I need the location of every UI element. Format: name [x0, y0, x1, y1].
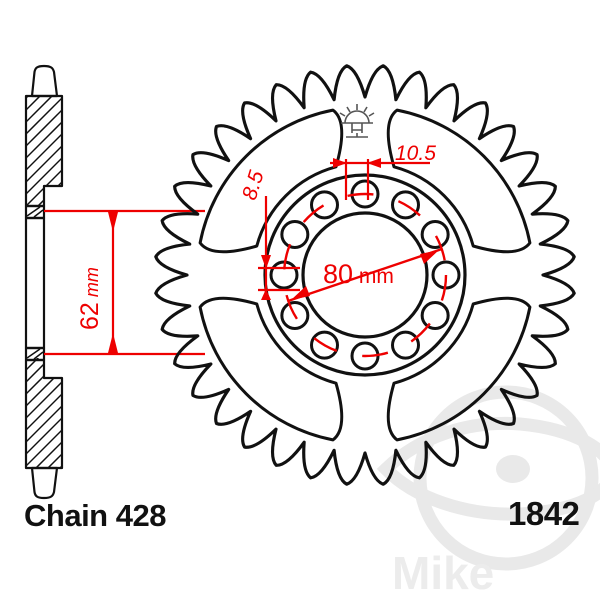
bolt-hole [310, 190, 339, 220]
dimension-62mm [44, 209, 205, 356]
step-hatch-top [26, 206, 44, 218]
dimension-8-5 [258, 196, 300, 300]
dimension-label-80mm: 80 mm [323, 259, 394, 289]
front-face-view [154, 64, 576, 486]
side-section-view [24, 64, 64, 500]
bolt-hole [280, 220, 310, 249]
lightening-hole [198, 108, 344, 254]
sun-icon [339, 104, 375, 138]
bolt-hole [280, 301, 310, 330]
bolt-hole [310, 330, 339, 360]
part-number-label: 1842 [508, 495, 580, 532]
lightening-holes [198, 108, 532, 442]
dimension-label-62mm: 62 mm [76, 267, 104, 330]
dimension-label-10-5: 10.5 [395, 142, 436, 165]
hatching-top [26, 96, 62, 206]
lightening-hole [386, 108, 532, 254]
bolt-hole [391, 190, 420, 220]
bolt-hole [391, 330, 420, 360]
bolt-hole [420, 220, 450, 249]
center-bore [301, 211, 429, 339]
dimension-10-5 [330, 158, 430, 200]
chain-size-label: Chain 428 [24, 498, 166, 533]
watermark-text: Mike [392, 547, 495, 599]
lightening-hole [198, 296, 344, 442]
dimension-80mm [282, 192, 448, 358]
lightening-hole [386, 296, 532, 442]
bolt-hole [420, 301, 450, 330]
step-hatch-bottom [26, 348, 44, 360]
hatching-bottom [26, 358, 62, 468]
